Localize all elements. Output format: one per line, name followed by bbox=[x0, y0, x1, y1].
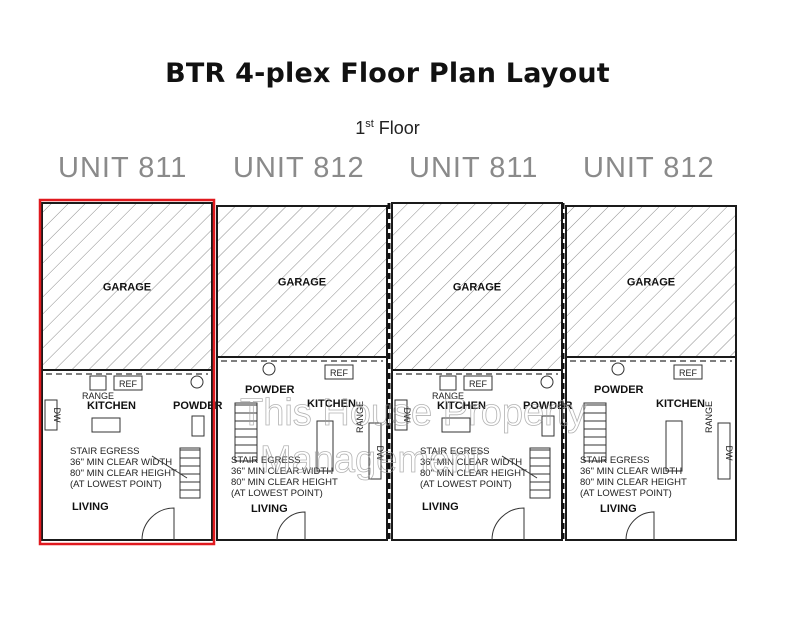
stair-note-line: (AT LOWEST POINT) bbox=[70, 479, 162, 490]
ref-label: REF bbox=[679, 368, 698, 378]
ref-label: REF bbox=[330, 368, 349, 378]
stair-outline bbox=[583, 402, 607, 462]
unit-label-4: UNIT 812 bbox=[583, 152, 715, 184]
kitchen-label: KITCHEN bbox=[437, 400, 486, 412]
kitchen-island bbox=[316, 420, 334, 472]
kitchen-island bbox=[665, 420, 683, 472]
entry-door-swing bbox=[491, 507, 525, 541]
unit-highlight-frame bbox=[38, 198, 216, 546]
unit-plan-4: GARAGE POWDER REF KITCHEN DW RANGE STAIR EGRES… bbox=[565, 205, 737, 541]
stair-note-leader bbox=[501, 455, 538, 479]
powder-label: POWDER bbox=[173, 400, 223, 412]
dishwasher-box bbox=[717, 422, 731, 480]
ref-label: REF bbox=[469, 379, 488, 389]
kitchen-label: KITCHEN bbox=[656, 398, 705, 410]
stair-outline bbox=[234, 402, 258, 462]
powder-label: POWDER bbox=[245, 384, 295, 396]
floor-number: 1 bbox=[355, 118, 366, 138]
range-icon bbox=[89, 375, 107, 391]
stair-note-line: STAIR EGRESS bbox=[231, 455, 301, 466]
stair-note-line: 36" MIN CLEAR WIDTH bbox=[231, 466, 333, 477]
ref-label: REF bbox=[119, 379, 138, 389]
toilet-icon bbox=[540, 375, 554, 389]
stair-note-line: 80" MIN CLEAR HEIGHT bbox=[70, 468, 177, 479]
ref-box bbox=[673, 364, 703, 380]
page-title: BTR 4-plex Floor Plan Layout bbox=[165, 58, 610, 89]
entry-door-swing bbox=[625, 511, 655, 541]
toilet-icon bbox=[262, 362, 276, 376]
stair-note-line: 80" MIN CLEAR HEIGHT bbox=[580, 477, 687, 488]
entry-door-swing bbox=[141, 507, 175, 541]
range-label: RANGE bbox=[704, 401, 714, 433]
stair-note-line: (AT LOWEST POINT) bbox=[580, 488, 672, 499]
dishwasher-label: DW bbox=[52, 408, 62, 423]
watermark: This House Property Management bbox=[240, 392, 587, 482]
garage-label: GARAGE bbox=[278, 277, 326, 289]
floor-ordinal: st bbox=[365, 118, 374, 130]
toilet-icon bbox=[190, 375, 204, 389]
living-block-outline bbox=[41, 369, 213, 541]
garage-area bbox=[41, 202, 213, 371]
unit-label-3: UNIT 811 bbox=[409, 152, 539, 184]
kitchen-label: KITCHEN bbox=[307, 398, 356, 410]
floor-word: Floor bbox=[373, 118, 420, 138]
dishwasher-label: DW bbox=[724, 446, 734, 461]
stair-note-leader bbox=[151, 455, 188, 479]
stair-outline bbox=[179, 447, 201, 499]
kitchen-island bbox=[91, 417, 121, 433]
powder-label: POWDER bbox=[523, 400, 573, 412]
garage-area bbox=[565, 205, 737, 358]
stair-note-line: 80" MIN CLEAR HEIGHT bbox=[420, 468, 527, 479]
unit-label-1: UNIT 811 bbox=[58, 152, 188, 184]
stair-note-line: STAIR EGRESS bbox=[70, 446, 140, 457]
entry-door-swing bbox=[276, 511, 306, 541]
stair-outline bbox=[529, 447, 551, 499]
living-label: LIVING bbox=[72, 501, 109, 513]
range-icon bbox=[439, 375, 457, 391]
kitchen-island bbox=[441, 417, 471, 433]
floor-subtitle: 1st Floor bbox=[0, 118, 775, 139]
dishwasher-box bbox=[44, 399, 58, 431]
kitchen-label: KITCHEN bbox=[87, 400, 136, 412]
toilet-icon bbox=[611, 362, 625, 376]
stair-note-line: 36" MIN CLEAR WIDTH bbox=[70, 457, 172, 468]
dishwasher-box bbox=[394, 399, 408, 431]
range-label: RANGE bbox=[432, 391, 464, 401]
range-label: RANGE bbox=[355, 401, 365, 433]
dishwasher-label: DW bbox=[402, 408, 412, 423]
dishwasher-label: DW bbox=[375, 446, 385, 461]
stair-note-line: (AT LOWEST POINT) bbox=[420, 479, 512, 490]
living-block-outline bbox=[565, 356, 737, 541]
range-label: RANGE bbox=[82, 391, 114, 401]
watermark-line-2: Management bbox=[260, 439, 482, 481]
sink-icon bbox=[541, 415, 555, 437]
stair-note-line: STAIR EGRESS bbox=[580, 455, 650, 466]
dishwasher-box bbox=[368, 422, 382, 480]
powder-label: POWDER bbox=[594, 384, 644, 396]
unit-plan-1: GARAGE RANGE REF KITCHEN POWDER DW STAIR EGRES… bbox=[38, 198, 223, 546]
garage-label: GARAGE bbox=[103, 282, 151, 294]
living-label: LIVING bbox=[422, 501, 459, 513]
living-block-outline bbox=[216, 356, 388, 541]
stair-note-line: 80" MIN CLEAR HEIGHT bbox=[231, 477, 338, 488]
ref-box bbox=[324, 364, 354, 380]
ref-box bbox=[113, 375, 143, 391]
unit-plan-3: GARAGE RANGE REF KITCHEN POWDER DW STAIR EGRES… bbox=[391, 202, 573, 541]
unit-label-2: UNIT 812 bbox=[233, 152, 365, 184]
watermark-line-1: This House Property bbox=[240, 392, 586, 434]
unit-plan-2: GARAGE POWDER REF KITCHEN DW RANGE STAIR EGRES… bbox=[216, 205, 388, 541]
garage-label: GARAGE bbox=[453, 282, 501, 294]
garage-label: GARAGE bbox=[627, 277, 675, 289]
stair-note-line: STAIR EGRESS bbox=[420, 446, 490, 457]
ref-box bbox=[463, 375, 493, 391]
sink-icon bbox=[191, 415, 205, 437]
stair-note-line: 36" MIN CLEAR WIDTH bbox=[420, 457, 522, 468]
living-label: LIVING bbox=[251, 503, 288, 515]
stair-note-line: 36" MIN CLEAR WIDTH bbox=[580, 466, 682, 477]
living-label: LIVING bbox=[600, 503, 637, 515]
stair-note-line: (AT LOWEST POINT) bbox=[231, 488, 323, 499]
